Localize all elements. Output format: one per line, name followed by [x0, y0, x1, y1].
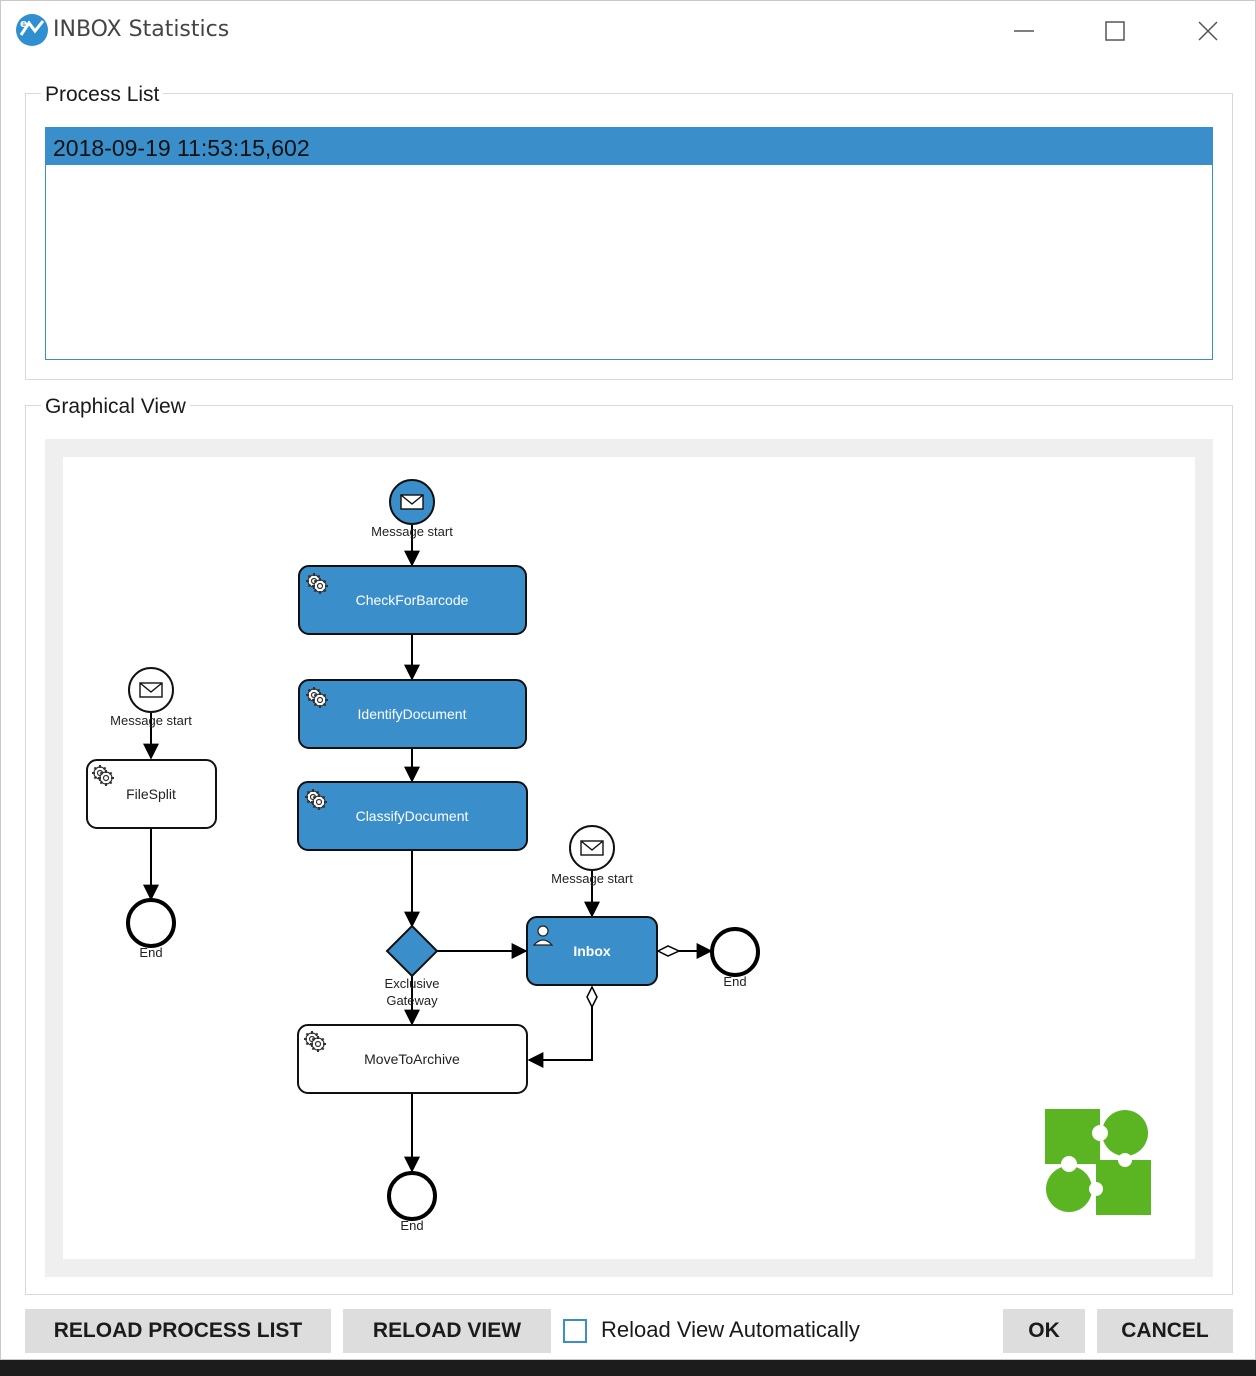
graphical-view-group: [25, 405, 1233, 1295]
message-start-label-2: Message start: [110, 713, 192, 728]
reload-auto-checkbox[interactable]: [563, 1319, 587, 1343]
reload-view-button[interactable]: RELOAD VIEW: [343, 1309, 551, 1353]
minimize-button[interactable]: [1004, 11, 1044, 51]
maximize-button[interactable]: [1095, 11, 1135, 51]
task-label-check-for-barcode: CheckForBarcode: [356, 592, 469, 608]
diagram-edges: [143, 525, 713, 1173]
gateway-label-line2: Gateway: [386, 993, 438, 1008]
close-button[interactable]: [1188, 11, 1228, 51]
end-event-1[interactable]: [387, 1171, 437, 1221]
inbox-app-icon: e: [16, 14, 48, 46]
graphical-view-label: Graphical View: [41, 395, 190, 419]
process-diagram[interactable]: Message start CheckForBarcode IdentifyDo…: [63, 457, 1195, 1259]
task-label-identify-document: IdentifyDocument: [358, 706, 467, 722]
user-task-icon: [532, 925, 554, 946]
svg-text:e: e: [20, 17, 27, 30]
taskbar-edge: [0, 1360, 1256, 1376]
end-label-2: End: [139, 945, 162, 960]
process-list-label: Process List: [41, 83, 164, 107]
process-list-group: [25, 93, 1233, 380]
task-label-move-to-archive: MoveToArchive: [364, 1051, 460, 1067]
task-move-to-archive[interactable]: [297, 1024, 528, 1094]
minimize-icon: [1014, 30, 1034, 32]
window-title: INBOX Statistics: [53, 17, 230, 42]
gateway-label-line1: Exclusive: [385, 976, 440, 991]
reload-auto-label[interactable]: Reload View Automatically: [601, 1317, 860, 1342]
task-label-inbox: Inbox: [573, 943, 611, 959]
message-start-label-1: Message start: [371, 524, 453, 539]
message-start-label-3: Message start: [551, 871, 633, 886]
close-icon: [1198, 21, 1218, 41]
end-event-3[interactable]: [710, 927, 760, 977]
cancel-button[interactable]: CANCEL: [1097, 1309, 1233, 1353]
end-event-2[interactable]: [126, 898, 176, 948]
message-start-event-1[interactable]: [389, 479, 435, 525]
task-label-classify-document: ClassifyDocument: [356, 808, 469, 824]
task-inbox[interactable]: [526, 916, 658, 986]
process-list-item[interactable]: 2018-09-19 11:53:15,602: [46, 128, 1212, 165]
end-label-3: End: [723, 974, 746, 989]
task-check-for-barcode[interactable]: [298, 565, 527, 635]
task-file-split[interactable]: [86, 759, 217, 829]
reload-process-list-button[interactable]: RELOAD PROCESS LIST: [25, 1309, 331, 1353]
ok-button[interactable]: OK: [1003, 1309, 1085, 1353]
message-start-event-3[interactable]: [569, 825, 615, 871]
task-label-file-split: FileSplit: [126, 786, 176, 802]
bpmn-diagram: Message start CheckForBarcode IdentifyDo…: [86, 479, 760, 1233]
title-bar[interactable]: e INBOX Statistics: [1, 1, 1255, 61]
task-classify-document[interactable]: [297, 781, 528, 851]
end-label-1: End: [400, 1218, 423, 1233]
gears-logo-icon: [1045, 1109, 1151, 1215]
maximize-icon: [1105, 21, 1125, 41]
process-list[interactable]: 2018-09-19 11:53:15,602: [45, 127, 1213, 360]
message-start-event-2[interactable]: [128, 667, 174, 713]
exclusive-gateway[interactable]: [385, 924, 439, 978]
task-identify-document[interactable]: [298, 679, 527, 749]
